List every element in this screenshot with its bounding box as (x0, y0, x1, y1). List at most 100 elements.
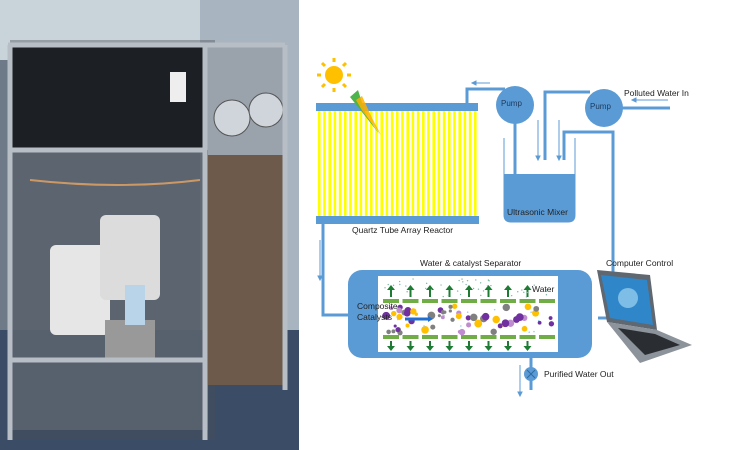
quartz-tube (385, 111, 389, 216)
membrane-segment (383, 299, 399, 303)
catalyst-particle (396, 313, 403, 320)
catalyst-particle (521, 325, 528, 332)
quartz-tube (354, 111, 357, 216)
water-droplet (425, 282, 428, 285)
down-arrow-icon (426, 346, 434, 351)
pump-left-label: Pump (501, 99, 522, 108)
quartz-tube (401, 111, 404, 216)
catalyst-particle (391, 329, 396, 334)
water-droplet (533, 284, 535, 286)
quartz-tube (380, 111, 383, 216)
water-droplet (387, 283, 389, 286)
membrane-segment (519, 299, 536, 303)
quartz-tube (318, 111, 321, 216)
water-droplet (447, 294, 450, 297)
catalyst-particle (537, 320, 542, 325)
quartz-tube (411, 111, 415, 216)
membrane-segment (500, 299, 516, 303)
process-diagram: Pump Pump Polluted Water In Ultrasonic M… (300, 0, 737, 450)
water-droplet (412, 278, 414, 280)
quartz-tube (442, 111, 446, 216)
water-droplet (459, 293, 462, 296)
catalyst-particle (440, 310, 446, 315)
polluted-water-in-label: Polluted Water In (624, 88, 689, 98)
membrane-segment (519, 335, 536, 339)
quartz-tube (474, 111, 477, 216)
catalyst-particle (410, 308, 417, 315)
pump-right-label: Pump (590, 102, 611, 111)
up-arrow-icon (484, 285, 493, 290)
outlet-valve-icon (524, 367, 538, 381)
quartz-tube (359, 111, 363, 216)
quartz-tube (370, 111, 373, 216)
quartz-tube (453, 111, 456, 216)
catalyst-particle (448, 309, 452, 313)
catalyst-particle (395, 327, 401, 333)
water-droplet (384, 287, 386, 289)
composite-catalysts-label-1: Composite (357, 301, 398, 311)
quartz-tube (349, 111, 352, 216)
sun-icon (317, 58, 351, 92)
reactor-label: Quartz Tube Array Reactor (352, 225, 454, 235)
quartz-tube (427, 111, 430, 216)
up-arrow-icon (523, 285, 532, 290)
catalyst-particle (501, 319, 510, 328)
membrane-segment (422, 299, 438, 303)
flow-arrows (317, 80, 668, 398)
catalyst-particle (493, 308, 496, 311)
catalyst-particle (450, 317, 455, 322)
catalyst-particle (490, 328, 497, 335)
water-droplet (480, 294, 482, 297)
membrane-segment (461, 335, 477, 339)
catalyst-particle (469, 313, 478, 322)
catalyst-particle (530, 311, 532, 314)
quartz-tube-reactor (316, 103, 479, 224)
down-arrow-icon (484, 346, 493, 351)
catalyst-particle (423, 325, 425, 327)
catalyst-particle (396, 307, 403, 314)
water-droplet (510, 294, 513, 297)
catalyst-particle (548, 321, 555, 327)
membrane-segment (441, 299, 458, 303)
water-droplet (406, 291, 408, 293)
water-droplet (477, 288, 480, 290)
water-droplet (472, 287, 475, 290)
membrane-segment (539, 335, 555, 339)
quartz-tube (328, 111, 331, 216)
catalyst-particle (502, 303, 510, 312)
water-droplet (482, 290, 485, 292)
up-arrow-icon (387, 285, 395, 290)
water-droplet (440, 284, 442, 286)
catalyst-particle (405, 323, 410, 328)
catalyst-particle (460, 325, 462, 327)
up-arrow-icon (406, 285, 415, 290)
catalyst-particle (515, 313, 524, 321)
water-droplet (526, 291, 529, 294)
quartz-tube (375, 111, 378, 216)
catalyst-particle (524, 303, 532, 311)
down-arrow-icon (387, 346, 395, 351)
water-droplet (475, 279, 477, 281)
catalyst-particle (528, 331, 531, 333)
catalyst-particle (437, 314, 441, 318)
purified-water-out-label: Purified Water Out (544, 369, 614, 379)
up-arrow-icon (504, 285, 512, 290)
quartz-tube (338, 111, 342, 216)
water-droplet (405, 285, 407, 287)
catalyst-particle (466, 322, 472, 328)
water-droplet (523, 291, 525, 294)
water-droplet (442, 295, 444, 298)
quartz-tube (463, 111, 467, 216)
catalyst-particle (533, 330, 535, 333)
catalyst-particle (466, 311, 469, 314)
quartz-tube (406, 111, 409, 216)
water-droplet (487, 279, 490, 281)
quartz-tube (468, 111, 472, 216)
pump-right (585, 89, 623, 127)
water-droplet (517, 291, 519, 293)
catalyst-particle (404, 306, 412, 314)
quartz-tube (422, 111, 425, 216)
catalyst-particle (533, 305, 540, 312)
down-arrow-icon (465, 346, 473, 351)
catalyst-particle (465, 315, 471, 321)
